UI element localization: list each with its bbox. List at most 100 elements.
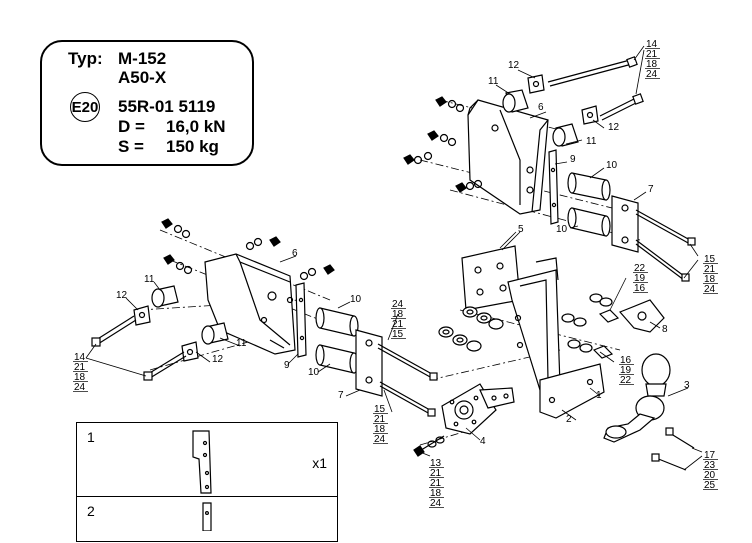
stack-part-number: 24 bbox=[646, 69, 658, 80]
callout-7: 7 bbox=[648, 184, 654, 195]
callout-labels: 12 11 6 12 11 9 10 10 7 5 6 11 12 11 12 … bbox=[116, 60, 690, 447]
stack-part-number: 18 bbox=[74, 372, 86, 383]
stack-part-number: 14 bbox=[646, 39, 658, 50]
flat-bar-9-right bbox=[548, 149, 559, 225]
d-value: 16,0 kN bbox=[166, 117, 226, 136]
stack-part-number: 22 bbox=[634, 263, 646, 274]
callout-9: 9 bbox=[570, 154, 576, 165]
plate-7-right bbox=[611, 195, 639, 253]
bolts-top-right bbox=[547, 56, 644, 121]
stack-part-number: 21 bbox=[430, 468, 442, 479]
spacer-tube-11-left bbox=[151, 285, 229, 345]
stack-part-number: 16 bbox=[620, 355, 632, 366]
stack-part-number: 21 bbox=[374, 414, 386, 425]
stack-part-number: 14 bbox=[74, 352, 86, 363]
exploded-drawing: 12 11 6 12 11 9 10 10 7 5 6 11 12 11 12 … bbox=[73, 39, 718, 509]
approval-number: 55R-01 5119 bbox=[118, 97, 216, 116]
bracket-right-6 bbox=[467, 99, 549, 215]
crossbar-body-1 bbox=[539, 363, 605, 419]
typ-label: Typ: bbox=[68, 49, 103, 68]
stack-part-number: 21 bbox=[430, 478, 442, 489]
spacer-tube-11-top bbox=[502, 89, 579, 147]
towbar-exploded-diagram: Typ: M-152 A50-X E20 55R-01 5119 D = 16,… bbox=[40, 39, 718, 542]
nuts-top-left-cluster bbox=[403, 96, 483, 193]
variant-value: A50-X bbox=[118, 68, 167, 87]
parts-table-row: 2 bbox=[77, 497, 337, 543]
stack-part-number: 24 bbox=[74, 382, 86, 393]
s-value: 150 kg bbox=[166, 137, 219, 156]
bolts-15-center bbox=[377, 343, 438, 417]
bracket-thumbnail-icon bbox=[202, 502, 212, 531]
bolts-17 bbox=[651, 427, 695, 471]
callout-1: 1 bbox=[596, 390, 602, 401]
spec-box: Typ: M-152 A50-X E20 55R-01 5119 D = 16,… bbox=[40, 40, 254, 166]
stack-part-number: 25 bbox=[704, 480, 716, 491]
callout-11: 11 bbox=[586, 136, 597, 147]
part-quantity: x1 bbox=[312, 455, 327, 471]
stack-part-number: 15 bbox=[704, 254, 716, 265]
stack-part-number: 24 bbox=[704, 284, 716, 295]
stack-part-number: 21 bbox=[74, 362, 86, 373]
typ-value: M-152 bbox=[118, 49, 167, 68]
stack-part-number: 19 bbox=[634, 273, 646, 284]
stack-part-number: 16 bbox=[634, 283, 646, 294]
callout-10: 10 bbox=[308, 367, 320, 378]
tow-plate-4 bbox=[441, 383, 515, 435]
callout-10: 10 bbox=[606, 160, 618, 171]
part-number: 1 bbox=[87, 429, 95, 445]
callout-11: 11 bbox=[236, 338, 247, 349]
callout-3: 3 bbox=[684, 380, 690, 391]
stack-part-number: 18 bbox=[430, 488, 442, 499]
s-label: S = bbox=[118, 137, 144, 156]
approval-mark-badge: E20 bbox=[70, 92, 100, 122]
bolt-13 bbox=[413, 435, 445, 457]
d-label: D = bbox=[118, 117, 145, 136]
tow-ball-3 bbox=[603, 353, 671, 443]
stack-part-number: 15 bbox=[374, 404, 386, 415]
flat-bar-9-left bbox=[295, 282, 307, 358]
stack-part-number: 18 bbox=[392, 309, 404, 320]
parts-table: 1 x1 2 bbox=[76, 422, 338, 542]
callout-6: 6 bbox=[538, 102, 544, 113]
crossbar-5 bbox=[461, 245, 561, 391]
callout-8: 8 bbox=[662, 324, 668, 335]
callout-10: 10 bbox=[350, 294, 362, 305]
callout-5: 5 bbox=[518, 224, 524, 235]
stack-part-number: 21 bbox=[704, 264, 716, 275]
part-number: 2 bbox=[87, 503, 95, 519]
callout-4: 4 bbox=[480, 436, 486, 447]
parts-table-row: 1 x1 bbox=[77, 423, 337, 497]
callout-9: 9 bbox=[284, 360, 290, 371]
stack-part-number: 21 bbox=[646, 49, 658, 60]
stack-labels: 1421182415211824142118242418211515211824… bbox=[73, 39, 718, 509]
stack-part-number: 18 bbox=[646, 59, 658, 70]
bolts-15-right bbox=[635, 209, 696, 282]
callout-12: 12 bbox=[116, 290, 128, 301]
tube-10-right bbox=[567, 172, 611, 237]
callout-12: 12 bbox=[212, 354, 224, 365]
nuts-left-cluster bbox=[161, 218, 335, 281]
nuts-center-cluster bbox=[438, 293, 620, 359]
stack-part-number: 17 bbox=[704, 450, 716, 461]
plate-7-left bbox=[355, 329, 383, 397]
callout-12: 12 bbox=[608, 122, 620, 133]
stack-part-number: 23 bbox=[704, 460, 716, 471]
stack-part-number: 24 bbox=[392, 299, 404, 310]
plate-12-left bbox=[133, 305, 199, 362]
stack-part-number: 21 bbox=[392, 319, 404, 330]
crossbar-thumbnail-icon bbox=[192, 430, 212, 494]
stack-part-number: 18 bbox=[374, 424, 386, 435]
callout-11: 11 bbox=[488, 76, 499, 87]
leader-lines bbox=[85, 45, 703, 471]
callout-11: 11 bbox=[144, 274, 155, 285]
callout-2: 2 bbox=[566, 414, 572, 425]
stack-part-number: 19 bbox=[620, 365, 632, 376]
stack-part-number: 15 bbox=[392, 329, 404, 340]
callout-10: 10 bbox=[556, 224, 568, 235]
stack-part-number: 13 bbox=[430, 458, 442, 469]
stack-part-number: 24 bbox=[374, 434, 386, 445]
stack-part-number: 22 bbox=[620, 375, 632, 386]
socket-bracket-8 bbox=[618, 299, 665, 333]
callout-12: 12 bbox=[508, 60, 520, 71]
callout-7: 7 bbox=[338, 390, 344, 401]
